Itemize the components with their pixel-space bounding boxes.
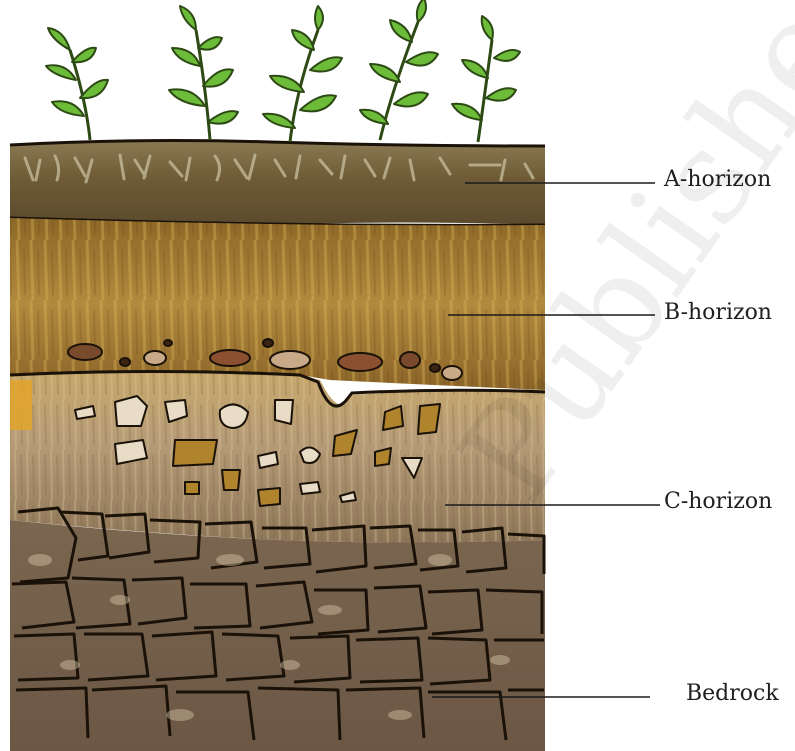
a-horizon-layer <box>10 141 545 227</box>
bedrock-label: Bedrock <box>686 683 779 705</box>
plant-1 <box>46 28 108 140</box>
b-horizon-layer <box>10 218 545 390</box>
plant-4 <box>360 0 438 140</box>
plant-3 <box>263 6 342 142</box>
c-horizon-layer <box>10 372 545 543</box>
bedrock-layer <box>10 508 545 751</box>
c-horizon-label: C-horizon <box>664 491 772 513</box>
b-horizon-label: B-horizon <box>664 302 772 324</box>
plant-5 <box>452 16 520 142</box>
a-horizon-label: A-horizon <box>664 169 771 191</box>
plant-2 <box>169 6 238 140</box>
plants <box>46 0 520 142</box>
